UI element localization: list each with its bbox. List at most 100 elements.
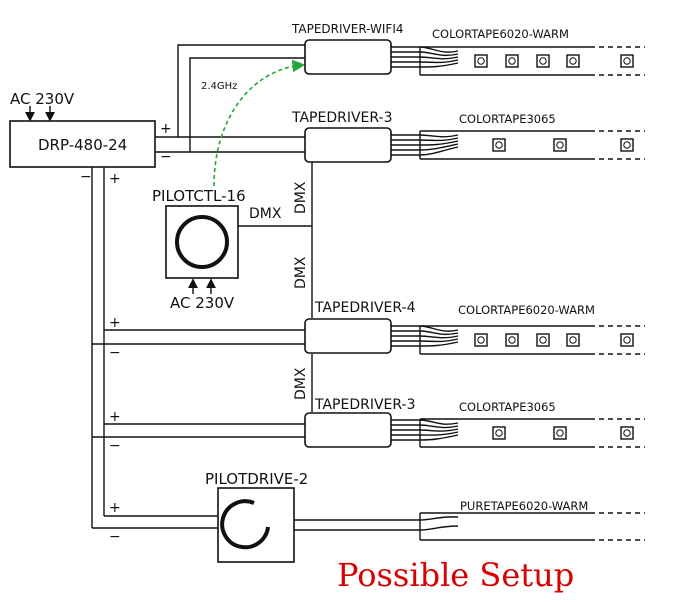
bundle-wire — [391, 134, 459, 138]
driver-box — [304, 39, 392, 75]
tape-name: COLORTAPE3065 — [459, 400, 556, 414]
driver-name: TAPEDRIVER-4 — [314, 300, 416, 316]
led-chip-lens — [539, 336, 547, 344]
bundle-wire — [391, 146, 459, 156]
pilot-controller: PILOTCTL-16 AC 230V — [152, 187, 246, 312]
psu-plus-mark: + — [160, 121, 172, 137]
psu-name: DRP-480-24 — [38, 136, 127, 154]
ring-knob-icon — [220, 499, 270, 550]
bundle-wire — [391, 428, 459, 432]
driver-name: TAPEDRIVER-WIFI4 — [291, 22, 404, 36]
led-chip — [505, 333, 519, 347]
row4-plus-mark: + — [109, 409, 121, 425]
led-tape — [419, 130, 645, 160]
led-chip — [566, 333, 580, 347]
row3-minus-mark: − — [109, 345, 121, 361]
led-chip — [474, 333, 488, 347]
ring-knob-icon — [175, 215, 229, 269]
bundle-wire — [391, 419, 459, 425]
driver-row: TAPEDRIVER-3 COLORTAPE3065 — [304, 397, 556, 448]
led-chip-lens — [495, 141, 503, 149]
led-chip — [566, 54, 580, 68]
bus-plus-mark: + — [109, 171, 121, 187]
led-chip-lens — [508, 336, 516, 344]
led-chip-lens — [623, 57, 631, 65]
pilotdrive-minus-mark: − — [109, 529, 121, 545]
output-wire-bundles — [391, 46, 459, 441]
bundle-wire — [391, 431, 459, 436]
led-chip — [620, 333, 634, 347]
driver-row: TAPEDRIVER-WIFI4 COLORTAPE6020-WARM — [291, 22, 569, 75]
led-chip-lens — [539, 57, 547, 65]
pilot-drive: PILOTDRIVE-2 PURETAPE6020-WARM — [205, 470, 588, 563]
led-tape — [419, 512, 645, 541]
led-chip — [505, 54, 519, 68]
led-tape — [419, 325, 645, 355]
led-chip — [553, 138, 567, 152]
power-supply: DRP-480-24 AC 230V — [9, 90, 156, 168]
controller-ac-input-label: AC 230V — [170, 294, 235, 312]
tape-name: COLORTAPE3065 — [459, 112, 556, 126]
wireless-arrow — [213, 59, 306, 187]
controller-dmx-label: DMX — [249, 206, 282, 222]
led-tapes — [419, 46, 645, 541]
bundle-wire — [391, 424, 459, 429]
tape-name: COLORTAPE6020-WARM — [432, 27, 569, 41]
led-chip-lens — [477, 336, 485, 344]
driver-name: TAPEDRIVER-3 — [291, 110, 393, 126]
power-bus: + − − + + − + − + − — [80, 44, 305, 545]
wire-bundle — [391, 46, 459, 68]
driver-row: TAPEDRIVER-3 COLORTAPE3065 — [291, 110, 556, 163]
led-chip-lens — [623, 141, 631, 149]
led-tape — [419, 46, 645, 76]
row4-minus-mark: − — [109, 438, 121, 454]
bundle-wire — [419, 516, 459, 521]
pilotdrive-box — [217, 487, 295, 563]
wire-bundle — [391, 325, 459, 347]
driver-name: TAPEDRIVER-3 — [314, 397, 416, 413]
wireless-link: 2.4GHz — [201, 59, 306, 187]
led-chip-lens — [556, 429, 564, 437]
bundle-wire — [391, 137, 459, 142]
controller-name: PILOTCTL-16 — [152, 187, 246, 205]
driver-box — [304, 412, 392, 448]
led-chip — [492, 426, 506, 440]
tape-name: PURETAPE6020-WARM — [460, 499, 588, 513]
diagram-caption: Possible Setup — [337, 556, 574, 594]
led-chip-lens — [477, 57, 485, 65]
led-chip-lens — [623, 429, 631, 437]
driver-row: TAPEDRIVER-4 COLORTAPE6020-WARM — [304, 300, 595, 354]
led-chip — [620, 426, 634, 440]
led-chip-lens — [569, 336, 577, 344]
led-chip — [620, 54, 634, 68]
bundle-wire — [391, 56, 459, 60]
bundle-wire — [391, 140, 459, 146]
pilotdrive-plus-mark: + — [109, 500, 121, 516]
led-chip — [492, 138, 506, 152]
led-chip — [553, 426, 567, 440]
bundle-wire — [391, 59, 459, 64]
wireless-label: 2.4GHz — [201, 81, 237, 92]
pilotdrive-name: PILOTDRIVE-2 — [205, 470, 308, 488]
led-chip — [536, 54, 550, 68]
bundle-wire — [391, 338, 459, 343]
led-chip — [620, 138, 634, 152]
tape-name: COLORTAPE6020-WARM — [458, 303, 595, 317]
wire-bundle — [391, 134, 459, 156]
led-chip-lens — [556, 141, 564, 149]
driver-box — [304, 127, 392, 163]
dmx-label: DMX — [293, 256, 309, 289]
led-chip — [536, 333, 550, 347]
bus-wire-plus-top — [155, 44, 305, 138]
bundle-wire — [419, 525, 459, 531]
wire-bundle — [391, 419, 459, 441]
bundle-wire — [391, 62, 459, 68]
led-chip-lens — [569, 57, 577, 65]
row3-plus-mark: + — [109, 315, 121, 331]
dmx-label: DMX — [293, 367, 309, 400]
led-chip-lens — [495, 429, 503, 437]
psu-box — [9, 120, 156, 168]
bus-minus-mark: − — [80, 169, 92, 185]
led-chip-lens — [623, 336, 631, 344]
